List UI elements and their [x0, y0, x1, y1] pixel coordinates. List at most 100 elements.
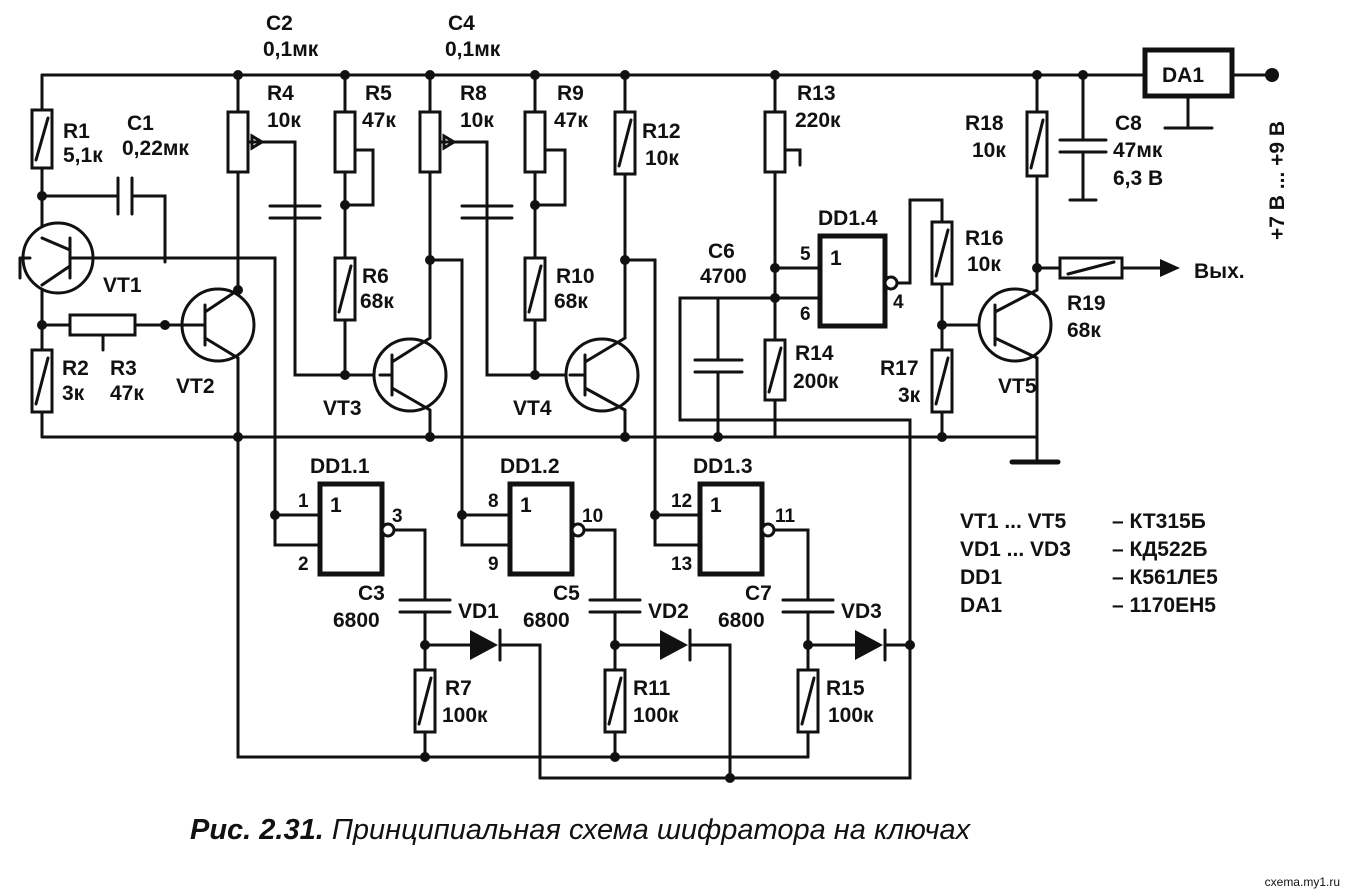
dd12-gate: [460, 481, 617, 602]
figure-number: Рис. 2.31.: [190, 814, 324, 846]
c8-capacitor: [1058, 73, 1108, 202]
pin-9: 9: [488, 554, 499, 575]
r13-label: R13: [797, 82, 836, 105]
c4-label: C4: [448, 12, 475, 35]
dd13-gate-symbol: 1: [710, 494, 722, 517]
c7-capacitor: [781, 598, 835, 672]
c4-capacitor: [460, 204, 514, 220]
r15-value: 100к: [828, 704, 874, 727]
supply-voltage-label: +7 В ... +9 В: [1266, 121, 1289, 240]
c6-value: 4700: [700, 265, 747, 288]
r16-resistor: [930, 220, 954, 352]
junction-dots: [37, 70, 1088, 783]
vd2-label: VD2: [648, 600, 689, 623]
dd11-gate-symbol: 1: [330, 494, 342, 517]
r7-label: R7: [445, 677, 472, 700]
r9-value: 47к: [554, 109, 588, 132]
pin-13: 13: [671, 554, 692, 575]
r17-resistor: [930, 348, 954, 439]
vd2-diode: [613, 628, 732, 780]
supply-rail: [40, 68, 1279, 82]
r6-label: R6: [362, 265, 389, 288]
dd13-label: DD1.3: [693, 455, 753, 478]
r7-value: 100к: [442, 704, 488, 727]
dd14-label: DD1.4: [818, 207, 878, 230]
r2-label: R2: [62, 357, 89, 380]
figure-title: Принципиальная схема шифратора на ключах: [323, 814, 971, 846]
r1-resistor: [30, 73, 54, 240]
r5-value: 47к: [362, 109, 396, 132]
c8-value: 47мк: [1113, 139, 1163, 162]
dd13-gate: [653, 481, 810, 602]
r16-label: R16: [965, 227, 1004, 250]
pin-4: 4: [893, 292, 904, 313]
parts-list-type: – КД522Б: [1112, 538, 1207, 561]
c2-capacitor: [268, 204, 322, 220]
c6-label: C6: [708, 240, 735, 263]
r7-resistor: [413, 668, 437, 759]
c4-value: 0,1мк: [445, 38, 501, 61]
parts-list: VT1 ... VT5 – КТ315Б VD1 ... VD3 – КД522…: [960, 510, 1218, 617]
c1-label: C1: [127, 112, 154, 135]
c7-label: C7: [745, 582, 772, 605]
da1-label: DA1: [1162, 64, 1204, 87]
r9-label: R9: [557, 82, 584, 105]
vd1-label: VD1: [458, 600, 499, 623]
pin-2: 2: [298, 554, 309, 575]
c8-voltage: 6,3 В: [1113, 167, 1163, 190]
r16-value: 10к: [967, 253, 1001, 276]
r17-label: R17: [880, 357, 919, 380]
figure-caption: Рис. 2.31. Принципиальная схема шифратор…: [190, 814, 970, 847]
r11-value: 100к: [633, 704, 679, 727]
c7-value: 6800: [718, 609, 765, 632]
parts-list-type: – 1170ЕН5: [1112, 594, 1216, 617]
c3-value: 6800: [333, 609, 380, 632]
r12-value: 10к: [645, 147, 679, 170]
r14-resistor: [763, 338, 787, 402]
r3-value: 47к: [110, 382, 144, 405]
parts-list-ref: DA1: [960, 594, 1002, 617]
da1-regulator: [1142, 47, 1235, 130]
parts-list-type: – КТ315Б: [1112, 510, 1206, 533]
c3-capacitor: [398, 598, 452, 672]
r5-potentiometer: [333, 73, 375, 260]
c2-label: C2: [266, 12, 293, 35]
vd3-label: VD3: [841, 600, 882, 623]
r4-label: R4: [267, 82, 294, 105]
pin-8: 8: [488, 491, 499, 512]
pin-3: 3: [392, 506, 403, 527]
c5-capacitor: [588, 598, 642, 672]
r3-resistor: [40, 313, 182, 352]
c8-label: C8: [1115, 112, 1142, 135]
r3-label: R3: [110, 357, 137, 380]
r8-value: 10к: [460, 109, 494, 132]
pin-labels: 1 2 3 8 9 10 12 13 11 5 6 4: [298, 244, 904, 575]
c3-label: C3: [358, 582, 385, 605]
r12-resistor: [613, 110, 637, 176]
vt5-label: VT5: [998, 375, 1037, 398]
ground-rail: [40, 435, 1061, 465]
r4-potentiometer: [226, 73, 382, 377]
dd14-gate-symbol: 1: [830, 247, 842, 270]
r1-value: 5,1к: [63, 144, 103, 167]
watermark: cxema.my1.ru: [1264, 875, 1340, 889]
c1-capacitor: [40, 176, 167, 264]
r14-value: 200к: [793, 370, 839, 393]
vd3-diode: [806, 628, 912, 662]
c1-value: 0,22мк: [122, 137, 189, 160]
r1-label: R1: [63, 120, 90, 143]
dd14-gate: [773, 198, 944, 329]
vt1-transistor: [18, 221, 277, 517]
r11-resistor: [603, 668, 627, 759]
r19-label: R19: [1067, 292, 1106, 315]
r10-label: R10: [556, 265, 595, 288]
vt2-label: VT2: [176, 375, 215, 398]
r2-resistor: [30, 288, 54, 439]
c6-capacitor: [678, 296, 912, 652]
r11-label: R11: [633, 677, 671, 700]
r15-resistor: [796, 668, 820, 759]
c5-label: C5: [553, 582, 580, 605]
parts-list-ref: DD1: [960, 566, 1002, 589]
r8-potentiometer: [418, 110, 572, 377]
pin-12: 12: [671, 491, 692, 512]
